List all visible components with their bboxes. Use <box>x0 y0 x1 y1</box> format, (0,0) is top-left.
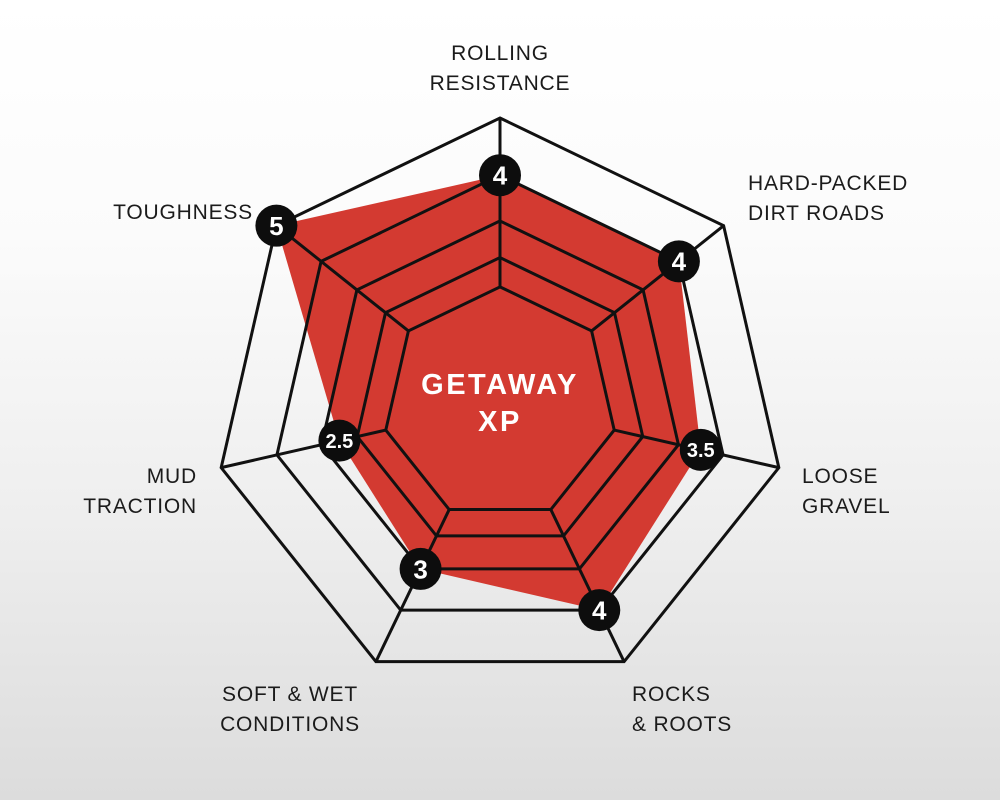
axis-label-line: HARD-PACKED <box>748 172 909 195</box>
radar-value-markers: 4 4 3.5 4 3 2.5 5 <box>255 154 722 632</box>
marker-circle <box>255 204 298 247</box>
grid-ring-5 <box>219 116 781 664</box>
axis-label-line: ROCKS <box>632 683 711 706</box>
axis-label-line: SOFT & WET <box>222 683 358 706</box>
data-point-marker-loose-gravel: 3.5 <box>679 428 722 471</box>
axis-label-line: TRACTION <box>83 495 197 518</box>
axis-label-loose-gravel: LOOSE GRAVEL <box>802 462 890 522</box>
axis-label-mud-traction: MUD TRACTION <box>83 462 197 522</box>
radar-spoke-toughness <box>275 224 410 333</box>
marker-circle <box>479 154 521 197</box>
marker-value-label: 3 <box>413 554 427 584</box>
radar-spoke-hard-packed-dirt-roads <box>590 224 725 333</box>
grid-ring-3 <box>319 219 681 571</box>
axis-label-line: GRAVEL <box>802 495 891 518</box>
data-point-marker-rolling-resistance: 4 <box>479 154 521 197</box>
marker-value-label: 5 <box>269 211 283 241</box>
chart-center-title: GETAWAY XP <box>421 367 579 441</box>
marker-circle <box>578 589 621 632</box>
data-point-marker-mud-traction: 2.5 <box>318 419 361 462</box>
marker-value-label: 4 <box>493 161 508 191</box>
axis-label-soft-wet-conditions: SOFT & WET CONDITIONS <box>220 680 360 740</box>
axis-label-rolling-resistance: ROLLING RESISTANCE <box>430 39 571 99</box>
radar-grid-rings <box>219 116 781 664</box>
marker-circle <box>657 240 700 283</box>
grid-ring-2 <box>355 255 645 538</box>
data-point-marker-hard-packed-dirt-roads: 4 <box>657 240 700 283</box>
data-point-marker-rocks-roots: 4 <box>578 589 621 632</box>
marker-circle <box>399 547 442 590</box>
grid-ring-1 <box>384 285 616 512</box>
axis-label-line: DIRT ROADS <box>748 202 885 225</box>
chart-center-title-line: XP <box>478 406 522 438</box>
axis-label-line: LOOSE <box>802 465 879 488</box>
grid-ring-4 <box>275 173 725 612</box>
axis-label-line: & ROOTS <box>632 713 733 736</box>
marker-value-label: 2.5 <box>325 431 353 453</box>
axis-label-line: MUD <box>146 465 197 488</box>
chart-center-title-line: GETAWAY <box>421 369 579 401</box>
marker-circle <box>318 419 361 462</box>
marker-value-label: 4 <box>592 596 607 626</box>
radar-fill-polygon <box>276 175 701 611</box>
axis-label-hard-packed-dirt-roads: HARD-PACKED DIRT ROADS <box>748 169 908 229</box>
radar-spoke-rocks-roots <box>549 508 626 663</box>
axis-label-toughness: TOUGHNESS <box>113 198 253 228</box>
data-point-marker-toughness: 5 <box>255 204 298 247</box>
marker-circle <box>679 428 722 471</box>
axis-label-line: RESISTANCE <box>429 72 571 95</box>
axis-label-rocks-roots: ROCKS & ROOTS <box>632 680 732 740</box>
marker-value-label: 4 <box>672 247 687 277</box>
axis-label-line: ROLLING <box>451 42 549 65</box>
axis-label-line: CONDITIONS <box>220 713 360 736</box>
data-point-marker-soft-wet-conditions: 3 <box>399 547 442 590</box>
marker-value-label: 3.5 <box>687 440 715 462</box>
axis-label-line: TOUGHNESS <box>113 201 253 224</box>
